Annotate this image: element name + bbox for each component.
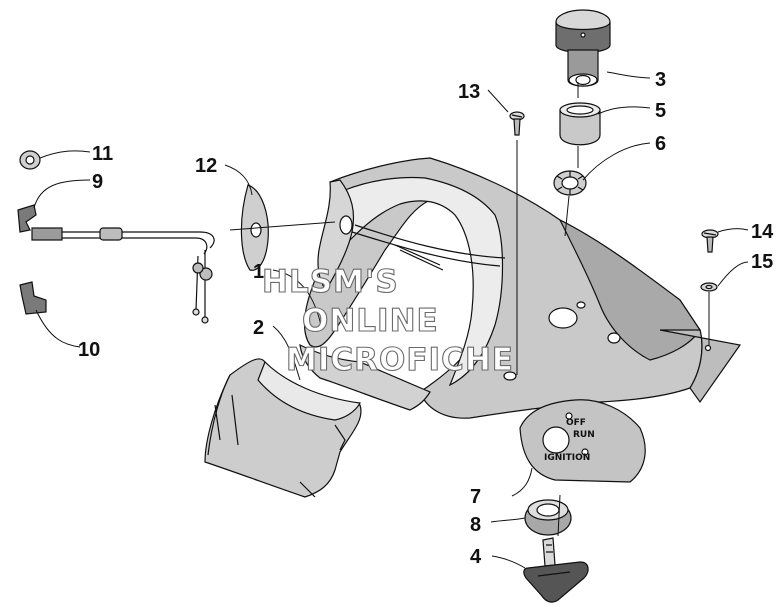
ignition-nut-part <box>524 499 572 536</box>
watermark: HLSM'S ONLINE MICROFICHE <box>261 263 514 378</box>
callout-2: 2 <box>253 317 264 339</box>
ignition-switch-part <box>555 9 611 87</box>
callout-7: 7 <box>470 486 481 508</box>
plate-ignition-label: IGNITION <box>544 453 590 463</box>
plate-off-label: OFF <box>566 418 586 428</box>
callout-13: 13 <box>458 81 480 103</box>
callout-1: 1 <box>253 261 264 283</box>
callout-15: 15 <box>751 251 773 273</box>
steering-cover-part <box>299 157 742 419</box>
plate-run-label: RUN <box>573 430 595 440</box>
callout-4: 4 <box>470 546 482 568</box>
screw-14-part <box>701 229 719 253</box>
watermark-line-2: ONLINE <box>302 303 439 339</box>
callout-12: 12 <box>195 155 217 177</box>
watermark-line-3: MICROFICHE <box>286 342 514 378</box>
callout-9: 9 <box>92 171 103 193</box>
ignition-key-part <box>523 537 589 603</box>
grommet-part <box>240 184 269 271</box>
screw-13-part <box>509 111 525 375</box>
callout-3: 3 <box>655 69 666 91</box>
callout-6: 6 <box>655 133 666 155</box>
callout-8: 8 <box>470 514 481 536</box>
washer-11-part <box>19 150 41 170</box>
ignition-plate-part: OFF RUN IGNITION <box>519 399 646 483</box>
callout-10: 10 <box>78 339 100 361</box>
watermark-line-1: HLSM'S <box>262 264 399 300</box>
throttle-lever-part <box>19 281 47 315</box>
leader-lines <box>33 71 749 569</box>
callout-11: 11 <box>92 143 113 165</box>
callout-labels: 3 5 6 13 14 15 11 9 12 10 1 2 7 8 4 <box>78 69 774 568</box>
callout-5: 5 <box>655 100 666 122</box>
lower-cover-part <box>204 358 362 498</box>
washer-15-part <box>700 282 718 345</box>
throttle-cable-part <box>17 204 336 324</box>
callout-14: 14 <box>751 221 774 243</box>
bezel-part <box>559 102 601 146</box>
lock-washer-part <box>553 170 587 196</box>
